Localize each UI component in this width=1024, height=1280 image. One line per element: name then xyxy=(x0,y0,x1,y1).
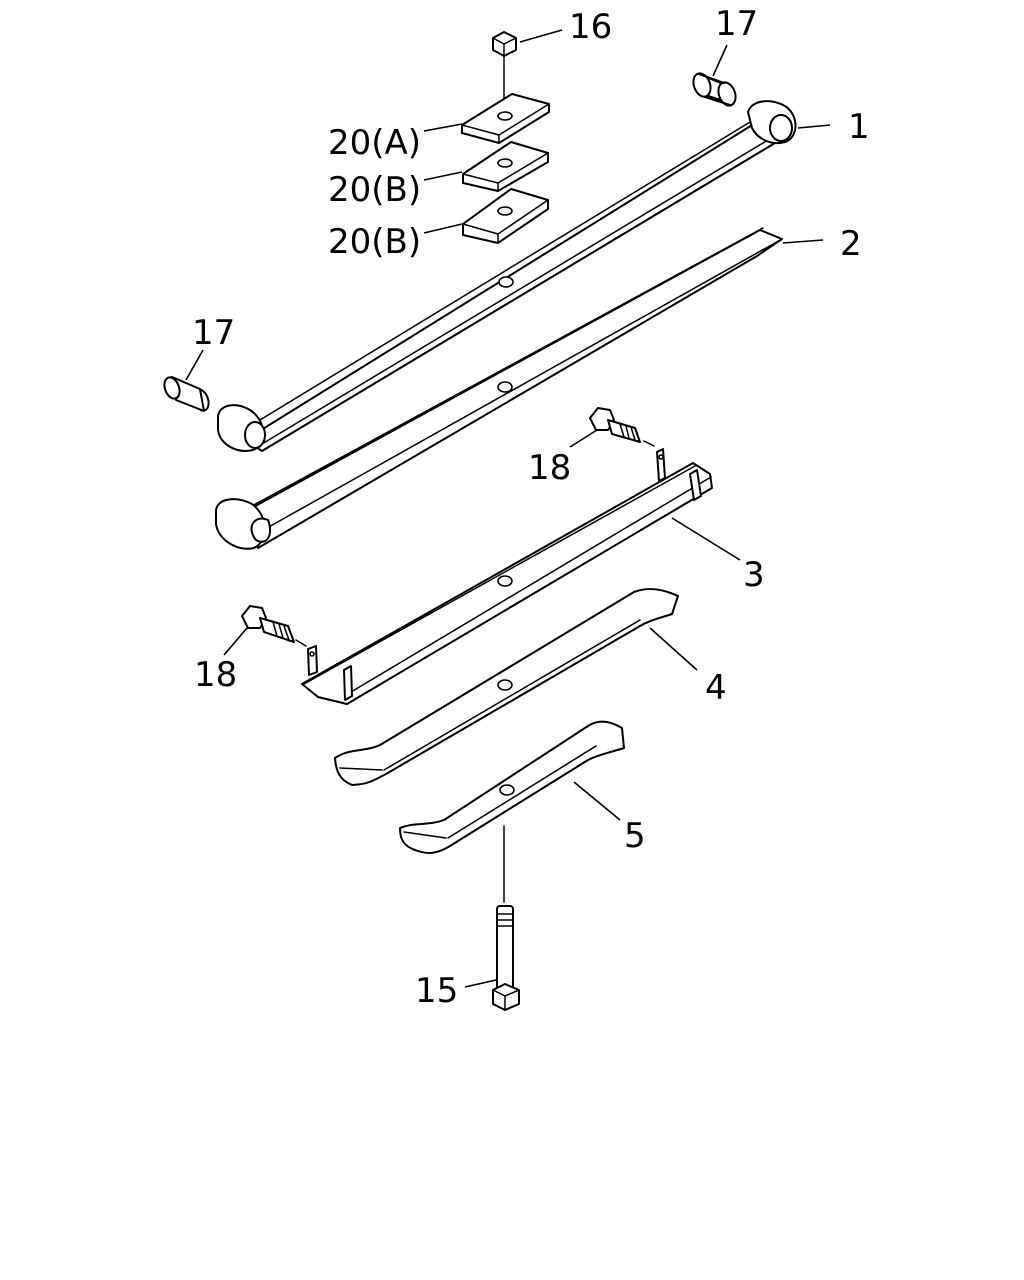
callout-17-left: 17 xyxy=(192,313,235,353)
callout-16: 16 xyxy=(569,7,612,47)
leaf-5 xyxy=(399,720,625,854)
callout-3: 3 xyxy=(743,555,765,595)
callout-17-top: 17 xyxy=(715,4,758,44)
callout-1: 1 xyxy=(848,107,870,147)
plate-20b-lower xyxy=(462,188,549,244)
second-leaf-2 xyxy=(215,227,783,550)
bushing-17-left xyxy=(163,376,210,412)
leaf-3-with-clips xyxy=(301,448,713,705)
callout-18-right: 18 xyxy=(528,448,571,488)
callout-4: 4 xyxy=(705,668,727,708)
bolt-18-left xyxy=(241,605,307,647)
callout-2: 2 xyxy=(840,224,862,264)
plate-20a xyxy=(461,93,550,144)
leader-lines xyxy=(185,29,831,988)
nut-16 xyxy=(492,31,517,57)
callout-20b-lower: 20(B) xyxy=(328,222,421,262)
center-bolt-15 xyxy=(492,905,520,1011)
plate-20b-upper xyxy=(462,141,549,192)
main-leaf-1 xyxy=(217,100,797,452)
bolt-18-right xyxy=(589,407,655,447)
callout-20b-upper: 20(B) xyxy=(328,170,421,210)
leaf-4 xyxy=(334,588,679,786)
callout-15: 15 xyxy=(415,971,458,1011)
bushing-17-right xyxy=(692,72,737,107)
callout-5: 5 xyxy=(624,816,646,856)
callout-18-left: 18 xyxy=(194,655,237,695)
callout-20a: 20(A) xyxy=(328,123,421,163)
